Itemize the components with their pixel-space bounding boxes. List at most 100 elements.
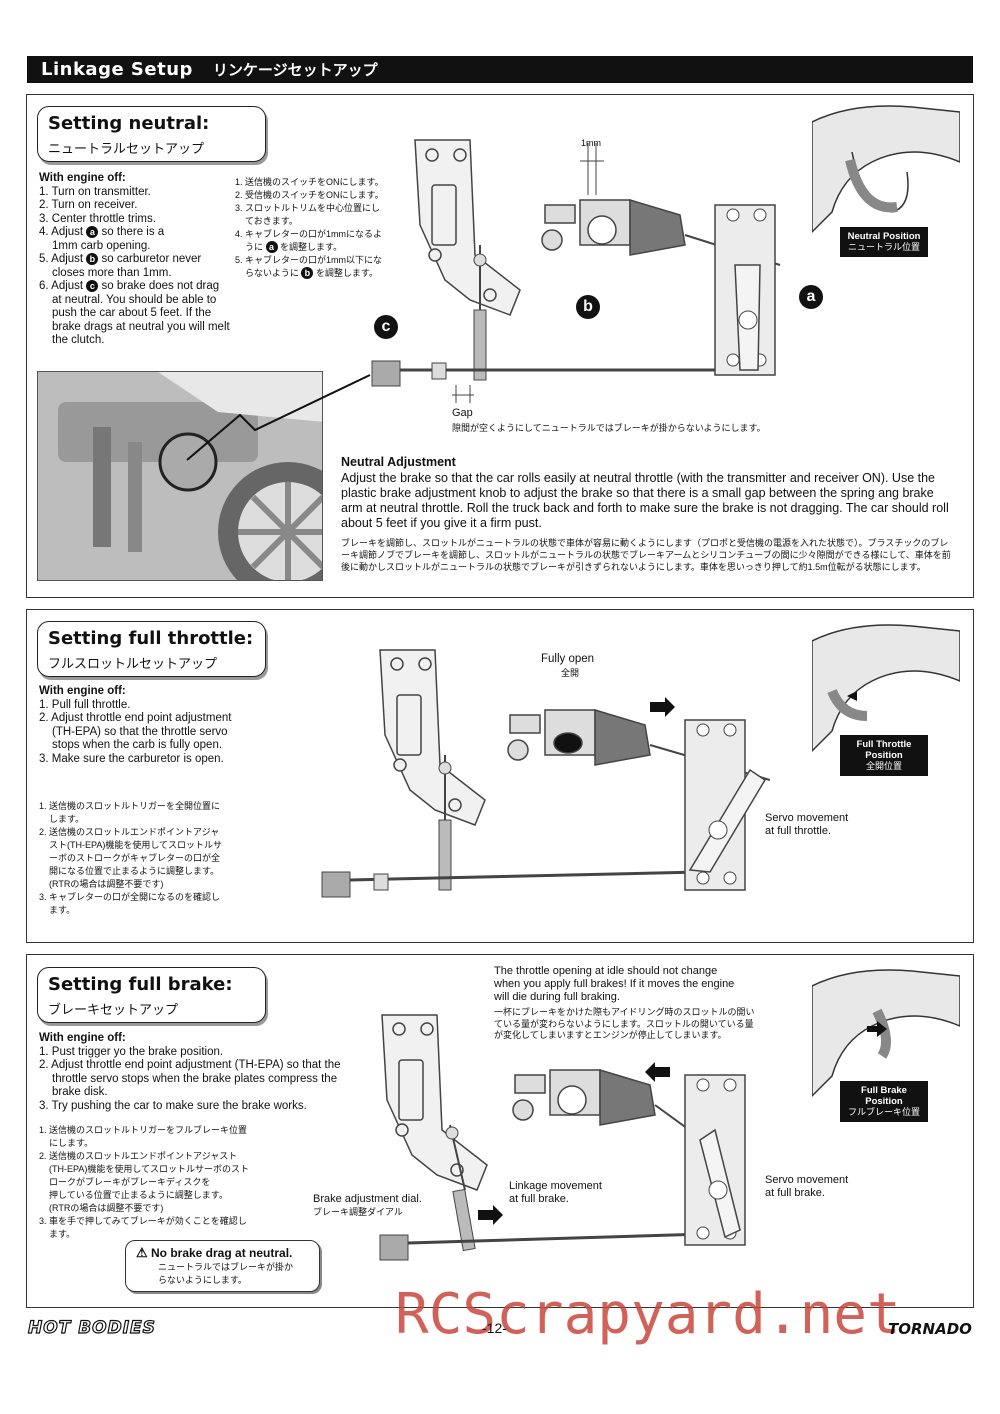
full-throttle-label: Full Throttle xyxy=(856,739,912,750)
neutral-step: the clutch. xyxy=(52,334,105,346)
throttle-servo-movement-line: Servo movement xyxy=(765,812,849,824)
neutral-position-label: Neutral Position xyxy=(847,231,921,242)
neutral-steps: With engine off: 1. Turn on transmitter.… xyxy=(39,172,259,348)
brake-servo-movement: Servo movement at full brake. xyxy=(765,1174,848,1200)
neutral-step-text: 5. Adjust xyxy=(39,253,84,265)
throttle-servo-movement: Servo movement at full throttle. xyxy=(765,812,848,838)
throttle-linkage-diagram xyxy=(321,649,770,898)
marker-b-icon: b xyxy=(86,253,99,265)
marker-b-icon: b xyxy=(576,295,600,319)
neutral-jp-step: ておきます。 xyxy=(245,216,298,226)
neutral-step: push the car about 5 feet. If the xyxy=(52,307,212,319)
throttle-jp-step: します。 xyxy=(49,814,85,824)
neutral-position-jp: ニュートラル位置 xyxy=(847,242,920,252)
linkage-movement-line: at full brake. xyxy=(509,1193,569,1205)
idle-note-jp-line: ている量が変わらないようにします。スロットルの開いている量 xyxy=(494,1018,754,1029)
neutral-step: closes more than 1mm. xyxy=(52,266,172,279)
idle-note-jp-line: 一杯にブレーキをかけた際もアイドリング時のスロットルの開い xyxy=(494,1007,755,1017)
neutral-jp-step: を調整します。 xyxy=(280,242,343,252)
throttle-jp-step: ーボのストロークがキャブレターの口が全 xyxy=(49,853,221,863)
brake-step: 2. Adjust throttle end point adjustment … xyxy=(39,1059,341,1071)
throttle-step: 3. Make sure the carburetor is open. xyxy=(39,752,224,765)
brake-jp-step: 2. 送信機のスロットルエンドポイントアジャスト xyxy=(39,1151,238,1161)
marker-b-icon: b xyxy=(301,267,314,279)
throttle-step: (TH-EPA) so that the throttle servo xyxy=(52,725,228,738)
throttle-step: stops when the carb is fully open. xyxy=(52,739,223,751)
trigger-full-brake-illustration xyxy=(812,969,960,1098)
fully-open-jp: 全開 xyxy=(561,668,580,678)
neutral-step-text: 6. Adjust xyxy=(39,280,84,292)
neutral-jp-steps: 1. 送信機のスイッチをONにします。 2. 受信機のスイッチをONにします。 … xyxy=(235,176,400,280)
gap-jp-label: 隙間が空くようにしてニュートラルではブレーキが掛からないようにします。 xyxy=(452,423,766,433)
neutral-step-text: so brake does not drag xyxy=(101,280,220,292)
throttle-title-box: Setting full throttle: フルスロットルセットアップ xyxy=(37,621,266,677)
brake-jp-step: 押している位置で止まるように調整します。 xyxy=(49,1190,228,1200)
gap-1mm-label: 1mm xyxy=(581,138,601,148)
trigger-full-throttle-illustration xyxy=(812,624,960,753)
full-brake-badge: Full Brake Position フルブレーキ位置 xyxy=(840,1081,928,1122)
neutral-step-6: 6. Adjust c so brake does not drag xyxy=(39,280,259,294)
marker-a-icon: a xyxy=(265,241,278,253)
throttle-subtitle: フルスロットルセットアップ xyxy=(48,656,218,671)
neutral-step: 1. Turn on transmitter. xyxy=(39,185,151,198)
neutral-title: Setting neutral: xyxy=(48,113,210,134)
neutral-adjustment-title: Neutral Adjustment xyxy=(341,455,456,469)
brake-linkage-diagram xyxy=(379,1014,746,1261)
page-number: -12- xyxy=(482,1320,507,1336)
neutral-step-text: 4. Adjust xyxy=(39,226,84,238)
throttle-step: 1. Pull full throttle. xyxy=(39,698,131,711)
brake-title-box: Setting full brake: ブレーキセットアップ xyxy=(37,967,266,1023)
throttle-engine-off: With engine off: xyxy=(39,685,126,697)
car-photo xyxy=(37,371,323,581)
linkage-movement-label: Linkage movement at full brake. xyxy=(509,1180,602,1206)
warning-jp-line: ニュートラルではブレーキが掛か xyxy=(158,1262,294,1272)
marker-c-icon: c xyxy=(86,280,99,292)
warning-title: ⚠ No brake drag at neutral. xyxy=(136,1245,309,1261)
idle-note-line: will die during full braking. xyxy=(494,991,620,1003)
neutral-jp-step: 2. 受信機のスイッチをONにします。 xyxy=(235,190,384,200)
warning-jp-line: らないようにします。 xyxy=(158,1275,247,1285)
marker-a-icon: a xyxy=(86,226,99,238)
neutral-engine-off: With engine off: xyxy=(39,172,126,184)
section-title-jp: リンケージセットアップ xyxy=(212,62,378,79)
linkage-movement-line: Linkage movement xyxy=(509,1180,602,1192)
throttle-jp-steps: 1. 送信機のスロットルトリガーを全開位置に します。 2. 送信機のスロットル… xyxy=(39,800,259,917)
neutral-adjustment-jp: ブレーキを調節し、スロットルがニュートラルの状態で車体が容易に動くようにします（… xyxy=(341,538,951,572)
marker-a-icon: a xyxy=(799,285,823,309)
full-brake-label: Position xyxy=(865,1096,903,1107)
neutral-adjustment-text: Adjust the brake so that the car rolls e… xyxy=(341,471,949,530)
neutral-jp-step: らないように xyxy=(245,268,299,278)
full-brake-label: Full Brake xyxy=(861,1085,907,1096)
neutral-jp-step: 3. スロットルトリムを中心位置にし xyxy=(235,203,381,213)
brake-steps: With engine off: 1. Pust trigger yo the … xyxy=(39,1032,369,1113)
warning-triangle-icon: ⚠ xyxy=(136,1245,148,1260)
brake-dial-text: Brake adjustment dial. xyxy=(313,1193,422,1205)
brake-dial-label: Brake adjustment dial. ブレーキ調整ダイアル xyxy=(313,1193,422,1219)
neutral-linkage-diagram xyxy=(371,139,781,403)
neutral-jp-step: 5. キャブレターの口が1mm以下にな xyxy=(235,255,383,265)
throttle-jp-step: ます。 xyxy=(49,905,76,915)
neutral-step: at neutral. You should be able to xyxy=(52,293,217,306)
full-throttle-jp: 全開位置 xyxy=(865,761,902,771)
neutral-jp-step: 4. キャブレターの口が1mmになるよ xyxy=(235,229,383,239)
throttle-title: Setting full throttle: xyxy=(48,628,254,649)
throttle-step: 2. Adjust throttle end point adjustment xyxy=(39,712,232,724)
idle-note-line: when you apply full brakes! If it moves … xyxy=(494,978,735,990)
full-throttle-badge: Full Throttle Position 全開位置 xyxy=(840,735,928,776)
idle-note-line: The throttle opening at idle should not … xyxy=(494,965,718,977)
brake-step: brake disk. xyxy=(52,1086,108,1098)
brake-servo-movement-line: at full brake. xyxy=(765,1187,825,1199)
gap-label: Gap xyxy=(452,407,473,419)
car-photo-illustration xyxy=(38,372,322,580)
neutral-jp-step: うに xyxy=(245,242,264,252)
brake-engine-off: With engine off: xyxy=(39,1032,126,1044)
section-header: Linkage Setup リンケージセットアップ xyxy=(27,56,973,83)
neutral-step-5: 5. Adjust b so carburetor never xyxy=(39,253,259,267)
throttle-servo-movement-line: at full throttle. xyxy=(765,825,832,837)
neutral-step-text: so carburetor never xyxy=(101,253,202,265)
neutral-title-box: Setting neutral: ニュートラルセットアップ xyxy=(37,106,266,162)
watermark: RCScrapyard.net xyxy=(395,1282,901,1347)
throttle-jp-step: 3. キャブレターの口が全開になるのを確認し xyxy=(39,892,221,902)
full-brake-jp: フルブレーキ位置 xyxy=(847,1107,920,1117)
photo-zoom-callout xyxy=(186,374,371,461)
